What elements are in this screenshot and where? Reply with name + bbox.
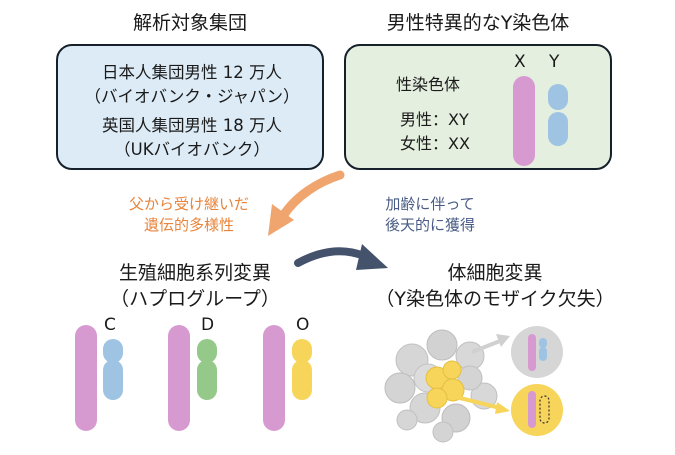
cohort-title: 解析対象集団	[132, 12, 247, 34]
female-xx-label: 女性：XX	[400, 134, 470, 153]
somatic-subtitle: （Y染色体のモザイク欠失）	[375, 288, 615, 310]
somatic-title: 体細胞変異	[447, 262, 543, 284]
y-chromosome-icon	[548, 84, 568, 146]
male-xy-label: 男性：XY	[400, 110, 469, 129]
y-chromosome-box: 性染色体 男性：XY 女性：XX	[344, 44, 612, 170]
inherited-arrow-icon	[268, 170, 345, 236]
cohort-line-japan: 日本人集団男性 12 万人	[102, 63, 282, 82]
haplogroup-label-c: C	[104, 315, 116, 335]
x-label: X	[514, 52, 526, 72]
haplogroup-c-chromosomes	[75, 325, 123, 431]
germline-subtitle: （ハプログループ）	[110, 288, 280, 310]
y-label: Y	[549, 52, 560, 72]
cohort-box: 日本人集団男性 12 万人 （バイオバンク・ジャパン） 英国人集団男性 18 万…	[56, 44, 324, 170]
haplogroup-o-chromosomes	[263, 325, 312, 431]
inherited-label-1: 父から受け継いだ	[128, 195, 249, 213]
haplogroup-label-o: O	[296, 315, 310, 335]
inherited-label-2: 遺伝的多様性	[143, 216, 234, 234]
cohort-line-ukbb: （UKバイオバンク）	[114, 140, 270, 159]
acquired-arrow-icon	[294, 244, 388, 270]
sex-chromosome-label: 性染色体	[396, 75, 461, 94]
acquired-label-1: 加齢に伴って	[385, 195, 475, 213]
normal-cell-icon	[511, 326, 563, 378]
cohort-line-bbj: （バイオバンク・ジャパン）	[84, 87, 300, 106]
haplogroup-d-chromosomes	[168, 325, 217, 431]
y-chromosome-title: 男性特異的なY染色体	[386, 12, 570, 34]
germline-title: 生殖細胞系列変異	[118, 262, 271, 284]
acquired-label-2: 後天的に獲得	[384, 216, 475, 234]
x-chromosome-icon	[513, 76, 535, 166]
mosaic-cell-arrow-icon	[451, 394, 510, 414]
haplogroup-label-d: D	[201, 315, 215, 335]
cohort-line-uk: 英国人集団男性 18 万人	[102, 116, 282, 135]
mosaic-loss-cell-icon	[511, 384, 563, 436]
normal-cell-arrow-icon	[471, 334, 510, 354]
